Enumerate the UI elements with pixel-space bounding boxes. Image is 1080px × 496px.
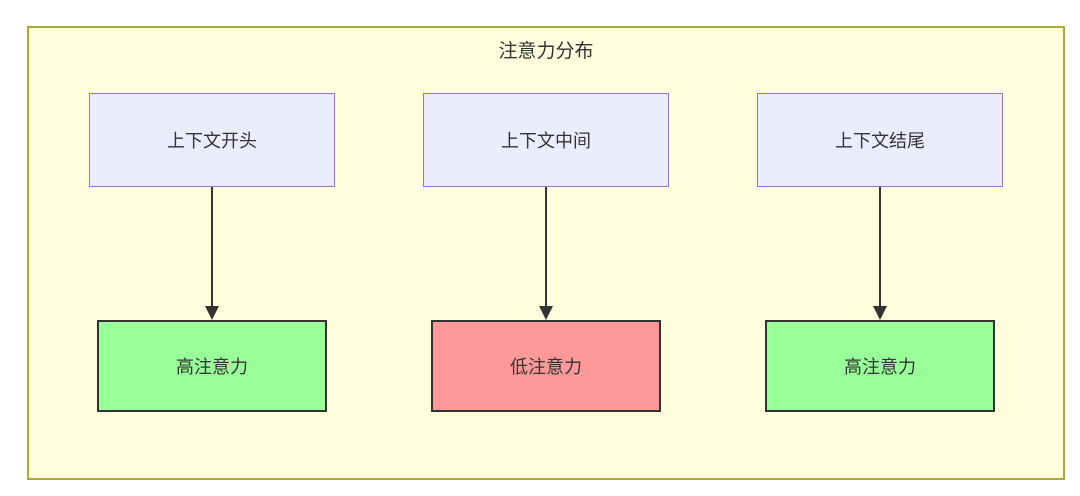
node-label: 高注意力: [844, 357, 916, 378]
node-context-start: 上下文开头: [89, 93, 335, 187]
node-attention-result: 低注意力: [431, 320, 661, 412]
column-context-start: 上下文开头 高注意力: [89, 93, 335, 412]
column-context-middle: 上下文中间 低注意力: [423, 93, 669, 412]
node-label: 上下文开头: [167, 131, 257, 152]
node-label: 上下文结尾: [835, 131, 925, 152]
diagram-frame: 注意力分布 上下文开头 高注意力 上下文中间 低注意力: [27, 26, 1065, 480]
diagram-title: 注意力分布: [498, 40, 594, 62]
arrow-down-icon: [873, 187, 887, 320]
node-attention-result: 高注意力: [97, 320, 327, 412]
arrow-down-icon: [205, 187, 219, 320]
node-label: 低注意力: [510, 357, 582, 378]
diagram-columns: 上下文开头 高注意力 上下文中间 低注意力 上下文结: [29, 93, 1063, 412]
column-context-end: 上下文结尾 高注意力: [757, 93, 1003, 412]
arrow-down-icon: [539, 187, 553, 320]
node-context-end: 上下文结尾: [757, 93, 1003, 187]
node-label: 上下文中间: [501, 131, 591, 152]
node-attention-result: 高注意力: [765, 320, 995, 412]
node-label: 高注意力: [176, 357, 248, 378]
node-context-middle: 上下文中间: [423, 93, 669, 187]
